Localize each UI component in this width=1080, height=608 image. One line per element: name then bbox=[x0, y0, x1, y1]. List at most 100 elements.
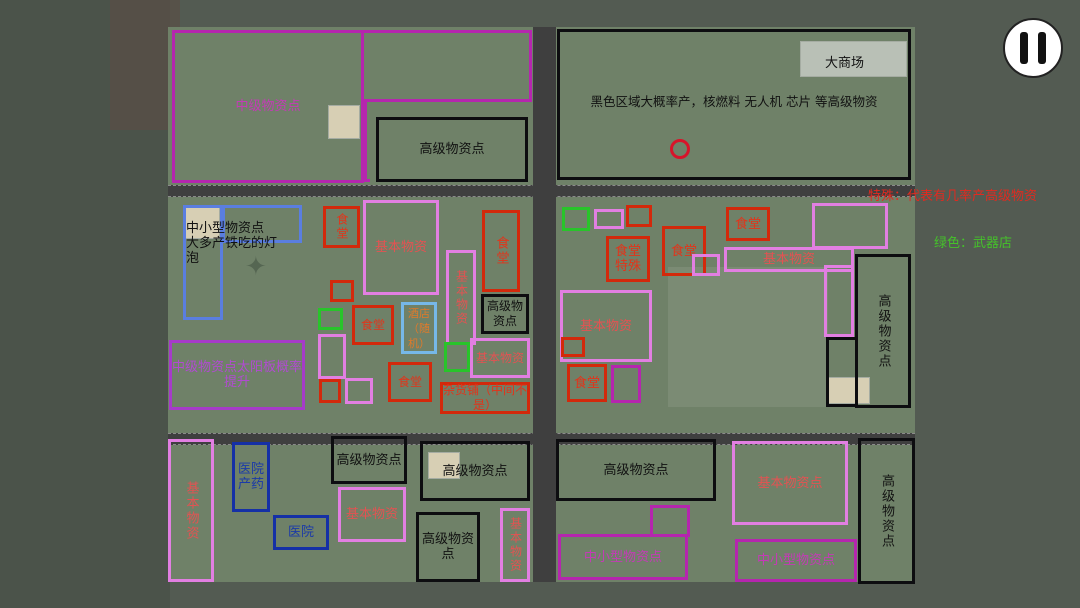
central-plaza bbox=[668, 267, 828, 407]
zone-basic[interactable]: 基本物资 bbox=[363, 200, 439, 295]
pause-button[interactable] bbox=[1003, 18, 1063, 78]
zone-label: 基本物资点 bbox=[757, 475, 823, 491]
mall-building bbox=[800, 41, 907, 77]
mall-label: 大商场 bbox=[825, 56, 865, 71]
zone-label: 基本物资 bbox=[508, 517, 523, 573]
zone-high-tier[interactable]: 高级物资点 bbox=[331, 436, 407, 484]
zone-mid-tier-extension bbox=[364, 30, 532, 102]
zone-weapon-shop[interactable] bbox=[318, 308, 343, 330]
zone-label: 高级物资点 bbox=[419, 142, 485, 157]
zone-label: 中级物资点 bbox=[235, 99, 301, 114]
zone-basic-small bbox=[345, 378, 373, 404]
zone-high-tier-large[interactable]: 高级物资点 bbox=[556, 439, 716, 501]
zone-label: 基本物资 bbox=[579, 318, 632, 334]
zone-label: 高级物资点 bbox=[486, 299, 523, 328]
zone-basic-small bbox=[824, 265, 854, 337]
zone-label: 高级物资点 bbox=[879, 473, 894, 549]
zone-label: 医院产药 bbox=[237, 462, 264, 492]
building bbox=[328, 105, 360, 139]
zone-high-tier-vertical[interactable]: 高级物资点 bbox=[855, 254, 911, 408]
zone-high-tier-vertical[interactable]: 高级物资点 bbox=[858, 438, 915, 584]
zone-high-tier-small[interactable]: 高级物资点 bbox=[481, 294, 529, 334]
zone-label: 医院 bbox=[287, 525, 314, 540]
zone-label: 高级物资点 bbox=[603, 462, 669, 478]
zone-label: 食堂 bbox=[335, 213, 349, 241]
zone-high-tier[interactable]: 高级物资点 bbox=[376, 117, 528, 182]
building bbox=[828, 377, 870, 404]
zone-basic-vertical[interactable]: 基本物资 bbox=[446, 250, 476, 345]
zone-hotel[interactable]: 酒店（随机） bbox=[401, 302, 437, 354]
zone-basic-right[interactable]: 基本物资 bbox=[724, 247, 854, 272]
zone-canteen-small bbox=[626, 205, 652, 227]
zone-canteen[interactable]: 食堂 bbox=[567, 364, 607, 402]
zone-small-mid[interactable]: 中小型物资点 bbox=[558, 534, 688, 580]
zone-weapon-shop[interactable] bbox=[562, 207, 590, 231]
zone-label: 中小型物资点 bbox=[186, 221, 265, 236]
zone-note: 大多产铁吃的灯泡 bbox=[186, 236, 278, 266]
zone-label: 基本物资 bbox=[475, 350, 524, 365]
road-vertical bbox=[533, 27, 556, 582]
zone-label: 中小型物资点 bbox=[756, 553, 835, 568]
zone-black-area[interactable]: 黑色区域大概率产，核燃料 无人机 芯片 等高级物资 bbox=[557, 29, 911, 180]
zone-basic-small bbox=[318, 334, 346, 379]
zone-label: 高级物资点 bbox=[421, 532, 474, 562]
zone-label: 中级物资点太阳板概率提升 bbox=[172, 360, 303, 390]
zone-basic-small bbox=[692, 254, 720, 276]
zone-label: 食堂特殊 bbox=[614, 244, 641, 274]
zone-mid-small bbox=[611, 365, 641, 403]
zone-label: 食堂 bbox=[573, 375, 600, 391]
zone-label: 食堂 bbox=[493, 236, 509, 266]
zone-basic-vertical[interactable]: 基本物资 bbox=[168, 439, 214, 582]
plaza-star-icon: ✦ bbox=[245, 252, 267, 282]
zone-hospital-pharmacy[interactable]: 医院产药 bbox=[232, 442, 270, 512]
zone-basic-small bbox=[812, 203, 888, 249]
zone-label: 黑色区域大概率产，核燃料 无人机 芯片 等高级物资 bbox=[590, 94, 878, 109]
zone-label: 食堂 bbox=[734, 216, 761, 232]
zone-label: 基本物资 bbox=[374, 240, 427, 255]
zone-label: 基本物资 bbox=[183, 480, 199, 541]
zone-label: 食堂 bbox=[670, 243, 697, 259]
zone-high-tier-extension bbox=[826, 337, 858, 407]
zone-basic-small bbox=[594, 209, 624, 229]
zone-label: 基本物资 bbox=[345, 507, 398, 522]
city-map[interactable] bbox=[168, 27, 915, 582]
zone-weapon-shop[interactable] bbox=[444, 342, 470, 372]
zone-canteen-special[interactable]: 食堂特殊 bbox=[606, 236, 650, 282]
zone-high-tier[interactable]: 高级物资点 bbox=[420, 441, 530, 501]
zone-small-mid-vertical bbox=[183, 205, 223, 320]
building bbox=[428, 452, 460, 479]
legend-green: 绿色：武器店 bbox=[934, 236, 1013, 251]
zone-canteen[interactable]: 食堂 bbox=[482, 210, 520, 292]
zone-small-mid[interactable]: 中小型物资点 bbox=[735, 539, 857, 582]
zone-canteen[interactable]: 食堂 bbox=[352, 305, 394, 345]
zone-label: 食堂 bbox=[397, 374, 422, 389]
zone-hospital[interactable]: 医院 bbox=[273, 515, 329, 550]
zone-basic[interactable]: 基本物资 bbox=[338, 487, 406, 542]
city-block bbox=[168, 197, 533, 433]
zone-basic-vertical[interactable]: 基本物资 bbox=[500, 508, 530, 582]
zone-mid-tier-extension bbox=[364, 102, 370, 182]
zone-mid-tier[interactable]: 中级物资点 bbox=[172, 30, 364, 183]
zone-label: 杂货铺（中间不是） bbox=[443, 383, 528, 412]
zone-canteen[interactable]: 食堂 bbox=[388, 362, 432, 402]
zone-shop-street[interactable]: 杂货铺（中间不是） bbox=[440, 382, 530, 414]
zone-label: 基本物资 bbox=[762, 252, 815, 267]
zone-label: 高级物资点 bbox=[336, 452, 402, 468]
zone-canteen-small bbox=[330, 280, 354, 302]
pause-icon bbox=[1020, 32, 1028, 64]
zone-basic[interactable]: 基本物资 bbox=[470, 338, 530, 378]
legend-special: 特殊：代表有几率产高级物资 bbox=[868, 189, 1038, 204]
zone-small-mid[interactable] bbox=[222, 205, 302, 243]
zone-label: 食堂 bbox=[360, 317, 385, 332]
zone-high-tier[interactable]: 高级物资点 bbox=[416, 512, 480, 582]
zone-canteen[interactable]: 食堂 bbox=[726, 207, 770, 241]
zone-basic[interactable]: 基本物资 bbox=[560, 290, 652, 362]
zone-small-mid-text: 中小型物资点大多产铁吃的灯泡 bbox=[186, 221, 281, 266]
zone-label: 高级物资点 bbox=[875, 293, 891, 369]
zone-basic[interactable]: 基本物资点 bbox=[732, 441, 848, 525]
zone-canteen[interactable]: 食堂 bbox=[662, 226, 706, 276]
zone-mid-solar[interactable]: 中级物资点太阳板概率提升 bbox=[169, 340, 305, 410]
zone-canteen[interactable]: 食堂 bbox=[323, 206, 360, 248]
zone-label: 酒店（随机） bbox=[408, 306, 430, 350]
pause-icon bbox=[1038, 32, 1046, 64]
